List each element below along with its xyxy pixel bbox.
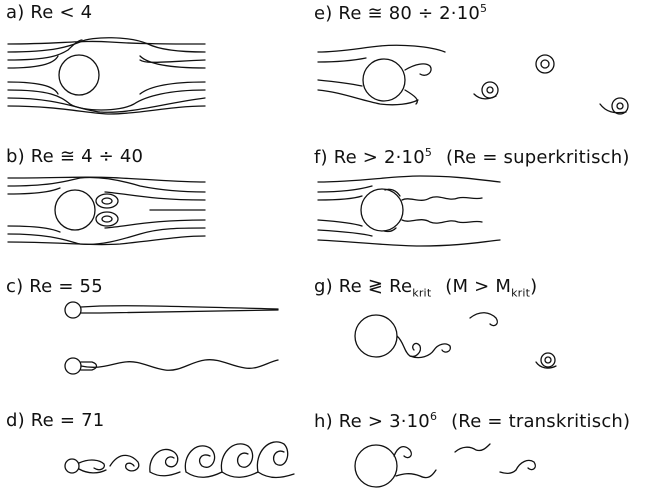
panel-b-cylinder bbox=[55, 190, 95, 230]
panel-c-cylinder-top bbox=[65, 302, 81, 318]
panel-d-drawing bbox=[65, 442, 294, 478]
panel-g-drawing bbox=[355, 313, 556, 368]
panel-h-drawing bbox=[355, 444, 535, 487]
panel-c-drawing bbox=[65, 302, 278, 374]
panel-e-drawing bbox=[318, 45, 628, 114]
panel-g-cylinder bbox=[355, 315, 397, 357]
panel-a-drawing bbox=[8, 38, 205, 114]
panel-f-cylinder bbox=[361, 189, 403, 231]
panel-b-upper-vortex bbox=[96, 194, 118, 208]
panel-b-lower-vortex bbox=[96, 212, 118, 226]
panel-f-drawing bbox=[318, 176, 500, 246]
panel-c-cylinder-bottom bbox=[65, 358, 81, 374]
panel-g-vortex bbox=[541, 353, 555, 367]
panel-b-drawing bbox=[8, 177, 205, 244]
panel-e-cylinder bbox=[363, 59, 405, 101]
panel-e-vortex-1 bbox=[536, 55, 554, 73]
panel-d-cylinder bbox=[65, 459, 79, 473]
panel-h-cylinder bbox=[355, 445, 397, 487]
panel-a-cylinder bbox=[59, 55, 99, 95]
